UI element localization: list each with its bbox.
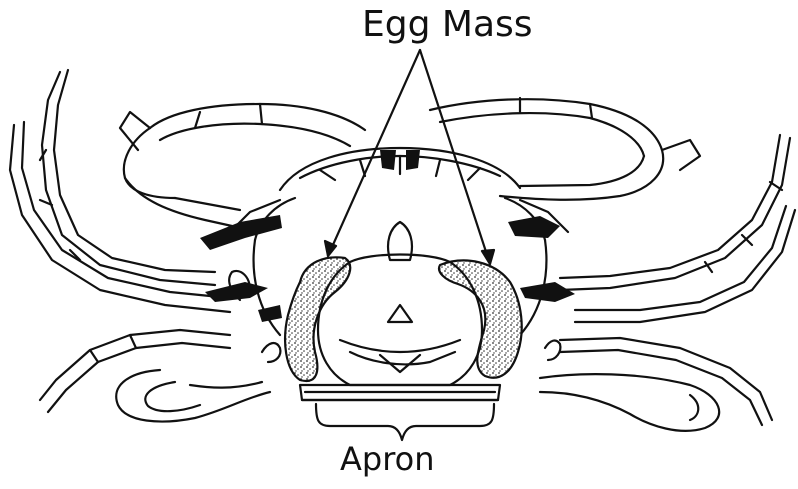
apron-bracket [316,404,494,440]
apron-label: Apron [340,440,435,478]
left-legs [10,70,270,422]
right-claw [430,98,700,200]
egg-mass-label: Egg Mass [362,4,533,45]
right-legs [540,135,795,431]
